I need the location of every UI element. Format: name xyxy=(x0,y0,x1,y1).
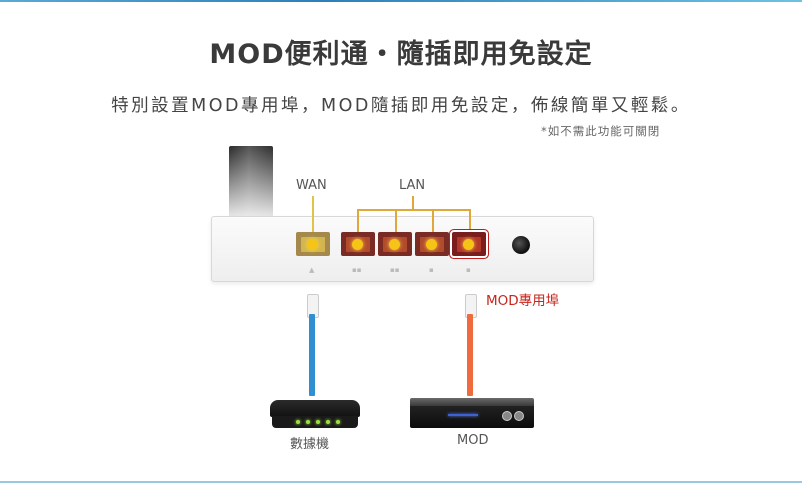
modem-label: 數據機 xyxy=(290,437,330,452)
wan-label: WAN xyxy=(296,178,327,193)
dc-power-jack xyxy=(512,236,530,254)
lan-label: LAN xyxy=(399,178,426,193)
top-accent-bar xyxy=(0,0,802,2)
lan-bracket-bar xyxy=(357,209,471,211)
port-mark-icon: ▲ xyxy=(309,266,315,274)
bottom-accent-bar xyxy=(0,481,802,483)
wan-pointer-line xyxy=(312,196,314,232)
lan-port-1 xyxy=(341,232,375,256)
port-mark-icon: ▪▪ xyxy=(390,266,400,274)
lan-bracket-leg-3 xyxy=(432,209,434,232)
lan-bracket-stem xyxy=(412,196,414,210)
modem-device xyxy=(270,400,360,428)
antenna-fade xyxy=(229,146,289,218)
port-mark-icon: ▪▪ xyxy=(352,266,362,274)
lan-bracket-leg-1 xyxy=(357,209,359,232)
port-mark-icon: ▪ xyxy=(466,266,471,274)
page-subtitle: 特別設置MOD專用埠，MOD隨插即用免設定，佈線簡單又輕鬆。 xyxy=(111,96,691,116)
wan-port xyxy=(296,232,330,256)
router-body xyxy=(211,216,594,282)
lan-bracket-leg-2 xyxy=(395,209,397,232)
lan-port-3 xyxy=(415,232,449,256)
mod-set-top-box xyxy=(410,398,534,430)
lan-bracket-leg-4 xyxy=(469,209,471,232)
mod-port-label: MOD專用埠 xyxy=(486,293,560,309)
mod-cable xyxy=(467,314,473,396)
page-title: MOD便利通・隨插即用免設定 xyxy=(209,39,593,70)
wan-cable xyxy=(309,314,315,396)
mod-port xyxy=(450,230,488,258)
mod-device-label: MOD xyxy=(457,433,489,448)
port-mark-icon: ▪ xyxy=(429,266,434,274)
footnote: *如不需此功能可關閉 xyxy=(541,124,661,138)
lan-port-2 xyxy=(378,232,412,256)
